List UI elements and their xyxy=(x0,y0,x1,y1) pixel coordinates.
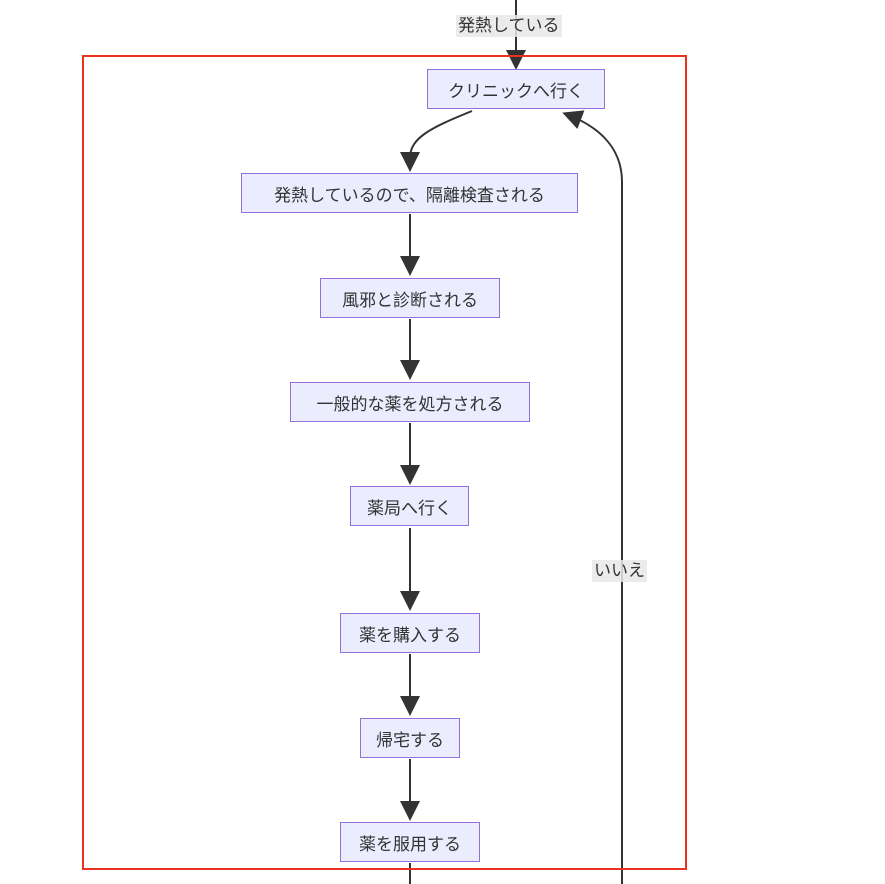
node-isolation[interactable]: 発熱しているので、隔離検査される xyxy=(241,173,578,213)
edge-clinic-to-isolation xyxy=(400,110,473,172)
node-purchase[interactable]: 薬を購入する xyxy=(340,613,480,653)
node-diagnosis[interactable]: 風邪と診断される xyxy=(320,278,500,318)
edge-label-fever: 発熱している xyxy=(456,15,562,37)
node-home[interactable]: 帰宅する xyxy=(360,718,460,758)
node-clinic[interactable]: クリニックへ行く xyxy=(427,69,605,109)
node-take-medicine[interactable]: 薬を服用する xyxy=(340,822,480,862)
highlight-frame xyxy=(82,55,687,870)
edge-label-no: いいえ xyxy=(592,560,647,582)
node-pharmacy[interactable]: 薬局へ行く xyxy=(350,486,469,526)
node-prescription[interactable]: 一般的な薬を処方される xyxy=(290,382,530,422)
edge-no-loop-to-clinic xyxy=(562,110,623,884)
